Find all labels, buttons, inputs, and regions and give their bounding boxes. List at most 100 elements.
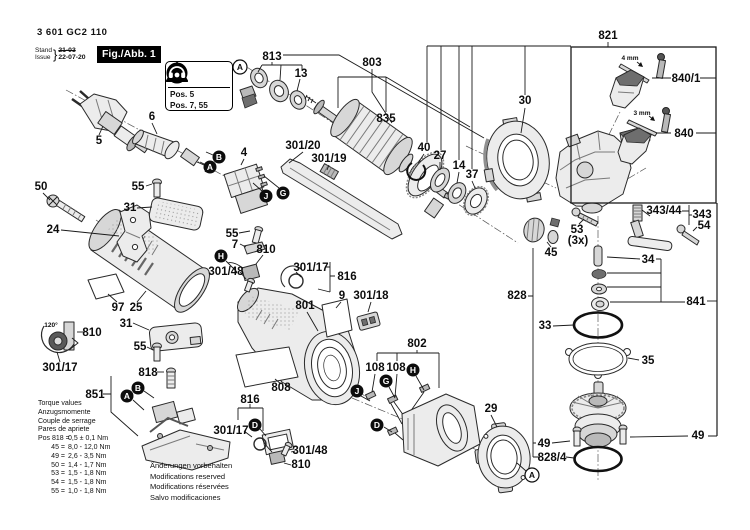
ref-letter-b: B xyxy=(212,150,226,164)
notice-es: Salvo modificaciones xyxy=(150,492,221,502)
callout-31: 31 xyxy=(120,318,133,330)
part-screw-55-bottom xyxy=(152,342,162,362)
callout-49: 49 xyxy=(538,438,551,450)
ref-letter-b: B xyxy=(131,381,145,395)
issue-block: Stand Issue } 21-03 22-07-20 xyxy=(35,47,86,61)
callout-835: 835 xyxy=(376,113,396,125)
callout-301-20: 301/20 xyxy=(285,140,320,152)
part-cord-guard xyxy=(132,129,209,173)
torque-title-fr: Couple de serrage xyxy=(38,417,96,425)
callout-40: 40 xyxy=(418,142,431,154)
callout-301-19: 301/19 xyxy=(311,153,346,165)
ref-letter-g: G xyxy=(276,186,290,200)
part-collar-nut xyxy=(523,217,561,244)
part-brush-group-lower xyxy=(253,428,295,465)
torque-title-en: Torque values xyxy=(38,400,82,407)
callout-50: 50 xyxy=(35,181,48,193)
issue-date: 22-07-20 xyxy=(58,54,86,61)
callout-labels: 813 13 803 835 5 6 50 24 55 31 97 25 31 … xyxy=(35,30,712,471)
callout-301-18: 301/18 xyxy=(353,290,389,302)
torque-row: 54 =1,5 - 1,8 Nm xyxy=(51,479,107,487)
part-screw-53 xyxy=(571,207,599,227)
torque-table: Torque values Anzugsmomente Couple de se… xyxy=(38,400,110,497)
callout-24: 24 xyxy=(47,224,60,236)
callout-343-44: 343/44 xyxy=(646,205,682,217)
ref-letter-h: H xyxy=(406,363,420,377)
superseded-date: 21-03 xyxy=(58,47,76,54)
callout-97: 97 xyxy=(112,302,125,314)
svg-text:A: A xyxy=(207,162,213,172)
svg-text:H: H xyxy=(410,365,416,375)
callout-301-48: 301/48 xyxy=(292,445,328,457)
callout-808: 808 xyxy=(271,382,291,394)
ref-letter-a: A xyxy=(120,389,134,403)
svg-text:A: A xyxy=(529,470,535,480)
part-plate-9 xyxy=(321,298,353,338)
part-washers xyxy=(406,162,489,219)
callout-53-qty: (3x) xyxy=(568,235,589,247)
callout-30: 30 xyxy=(519,95,532,107)
svg-text:A: A xyxy=(124,391,130,401)
part-wedge-7 xyxy=(243,241,266,255)
part-grommet-301-18 xyxy=(356,311,381,331)
ref-letter-a-view: A xyxy=(232,59,248,75)
callout-49: 49 xyxy=(692,430,705,442)
svg-text:J: J xyxy=(355,386,360,396)
callout-55: 55 xyxy=(134,341,147,353)
part-cover-31-bottom xyxy=(148,322,204,352)
callout-810: 810 xyxy=(82,327,101,339)
callout-25: 25 xyxy=(130,302,143,314)
callout-34: 34 xyxy=(642,254,655,266)
callout-301-48: 301/48 xyxy=(208,266,244,278)
callout-9: 9 xyxy=(339,290,345,302)
part-bearing-set xyxy=(239,67,307,110)
callout-27: 27 xyxy=(434,150,447,162)
svg-text:B: B xyxy=(135,383,141,393)
svg-text:J: J xyxy=(264,191,269,201)
callout-54: 54 xyxy=(698,220,711,232)
callout-301-17: 301/17 xyxy=(213,425,248,437)
torque-title-de: Anzugsmomente xyxy=(38,408,91,416)
callout-4: 4 xyxy=(241,147,248,159)
torque-row: 53 =1,5 - 1,8 Nm xyxy=(51,470,107,478)
callout-818: 818 xyxy=(138,367,158,379)
callout-813: 813 xyxy=(262,51,281,63)
part-gear-assembly xyxy=(569,381,627,448)
notice-en: Modifications reserved xyxy=(150,471,226,481)
annotation-4mm: 4 mm xyxy=(622,55,639,62)
part-cover-31-top xyxy=(148,197,204,231)
callout-108: 108 xyxy=(365,362,385,374)
callout-29: 29 xyxy=(485,403,498,415)
torque-row: 50 =1,4 - 1,7 Nm xyxy=(51,461,107,469)
ref-letter-h: H xyxy=(214,249,228,263)
svg-text:G: G xyxy=(280,188,287,198)
callout-35: 35 xyxy=(642,355,655,367)
callout-33: 33 xyxy=(539,320,552,332)
stand-label: Stand xyxy=(35,47,52,54)
svg-text:G: G xyxy=(383,376,390,386)
callout-851: 851 xyxy=(85,389,105,401)
callout-821: 821 xyxy=(598,30,618,42)
part-screw-55-mid xyxy=(251,226,264,245)
ear-protection-icon xyxy=(166,62,188,84)
annotation-120deg: 120° xyxy=(44,321,58,329)
part-gasket-35 xyxy=(565,342,631,379)
part-release-bar xyxy=(280,158,403,240)
part-pin-301-19 xyxy=(319,163,339,180)
callout-45: 45 xyxy=(545,247,558,259)
document-number: 3 601 GC2 110 xyxy=(37,27,108,38)
ref-letter-j: J xyxy=(350,384,364,398)
ref-letter-g: G xyxy=(379,374,393,388)
part-switch-block xyxy=(223,163,268,214)
warning-pos-1: Pos. 5 xyxy=(170,90,195,99)
part-screw-55-top xyxy=(152,178,162,198)
reference-letters: A A B A J G H xyxy=(120,59,540,483)
callout-13: 13 xyxy=(295,68,308,80)
callout-108: 108 xyxy=(386,362,406,374)
callout-801: 801 xyxy=(295,300,315,312)
callout-828-4: 828/4 xyxy=(538,452,567,464)
issue-label: Issue xyxy=(35,54,51,61)
notice-de: Änderungen vorbehalten xyxy=(150,461,233,470)
part-bearing-flange xyxy=(483,117,550,203)
ref-letter-d: D xyxy=(370,418,384,432)
